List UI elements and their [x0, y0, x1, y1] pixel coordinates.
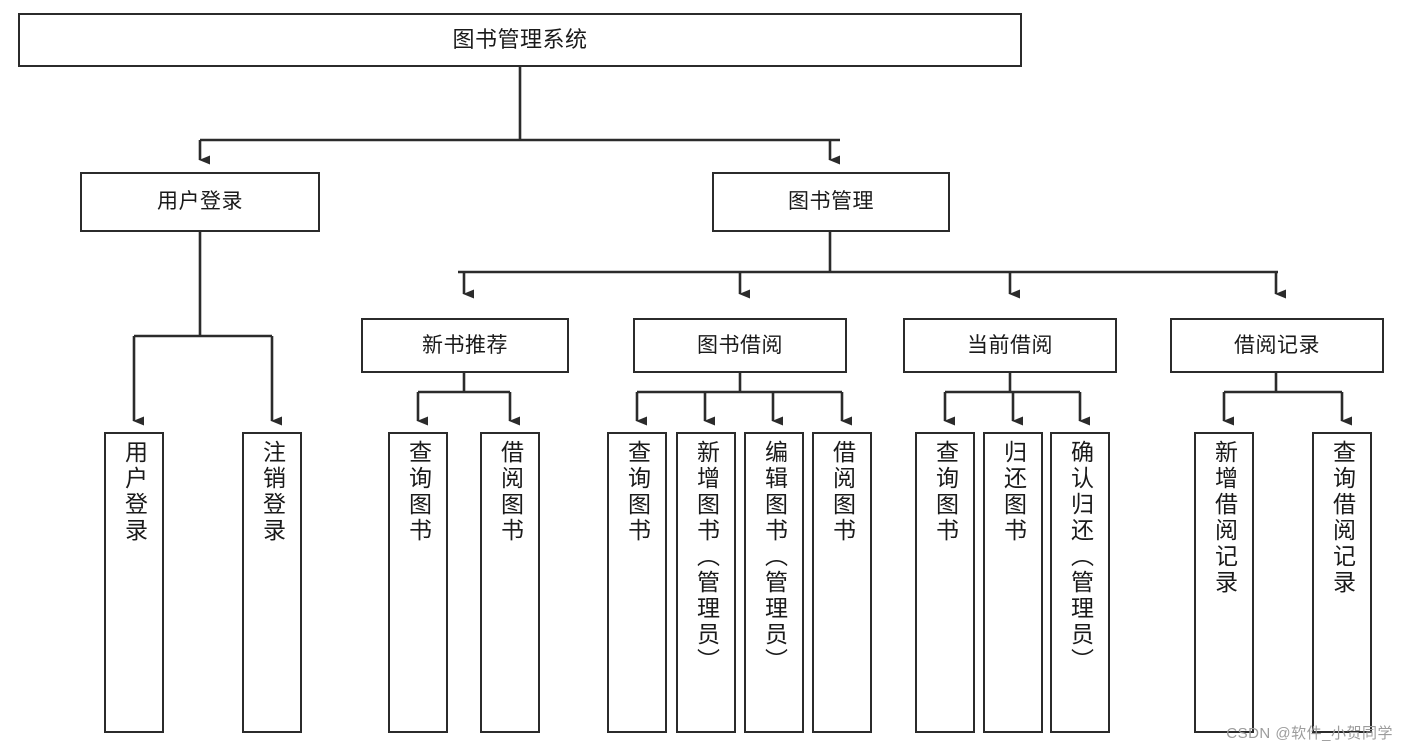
node-new-book-rec[interactable]: 新书推荐	[361, 318, 569, 373]
node-leaf-query-book-c-label: 查询图书	[932, 440, 959, 544]
node-leaf-query-book-a[interactable]: 查询图书	[388, 432, 448, 733]
node-leaf-user-login-label: 用户登录	[121, 440, 148, 544]
node-book-borrow[interactable]: 图书借阅	[633, 318, 847, 373]
node-leaf-return-book[interactable]: 归还图书	[983, 432, 1043, 733]
node-leaf-edit-book-label: 编辑图书（管理员）	[761, 440, 788, 674]
node-user-login[interactable]: 用户登录	[80, 172, 320, 232]
node-leaf-add-record[interactable]: 新增借阅记录	[1194, 432, 1254, 733]
node-leaf-logout-login-label: 注销登录	[259, 440, 286, 544]
node-leaf-add-record-label: 新增借阅记录	[1211, 440, 1238, 596]
node-leaf-borrow-book-a[interactable]: 借阅图书	[480, 432, 540, 733]
node-leaf-query-book-b[interactable]: 查询图书	[607, 432, 667, 733]
node-user-login-label: 用户登录	[157, 190, 243, 214]
node-leaf-user-login[interactable]: 用户登录	[104, 432, 164, 733]
node-leaf-return-book-label: 归还图书	[1000, 440, 1027, 544]
node-borrow-record[interactable]: 借阅记录	[1170, 318, 1384, 373]
node-borrow-record-label: 借阅记录	[1234, 333, 1320, 357]
node-leaf-query-book-a-label: 查询图书	[405, 440, 432, 544]
node-leaf-query-record-label: 查询借阅记录	[1329, 440, 1356, 596]
node-leaf-borrow-book-b[interactable]: 借阅图书	[812, 432, 872, 733]
node-leaf-borrow-book-b-label: 借阅图书	[829, 440, 856, 544]
node-current-borrow[interactable]: 当前借阅	[903, 318, 1117, 373]
node-leaf-add-book-label: 新增图书（管理员）	[693, 440, 720, 674]
node-new-book-rec-label: 新书推荐	[422, 333, 508, 357]
node-leaf-query-record[interactable]: 查询借阅记录	[1312, 432, 1372, 733]
node-leaf-query-book-c[interactable]: 查询图书	[915, 432, 975, 733]
node-book-borrow-label: 图书借阅	[697, 333, 783, 357]
node-root[interactable]: 图书管理系统	[18, 13, 1022, 67]
node-leaf-query-book-b-label: 查询图书	[624, 440, 651, 544]
node-current-borrow-label: 当前借阅	[967, 333, 1053, 357]
node-leaf-confirm-return[interactable]: 确认归还（管理员）	[1050, 432, 1110, 733]
node-root-label: 图书管理系统	[452, 26, 588, 52]
node-leaf-confirm-return-label: 确认归还（管理员）	[1067, 440, 1094, 674]
node-book-manage-label: 图书管理	[788, 190, 874, 214]
node-book-manage[interactable]: 图书管理	[712, 172, 950, 232]
node-leaf-edit-book[interactable]: 编辑图书（管理员）	[744, 432, 804, 733]
node-leaf-add-book[interactable]: 新增图书（管理员）	[676, 432, 736, 733]
csdn-watermark: CSDN @软件_小贺同学	[1226, 725, 1393, 742]
node-leaf-borrow-book-a-label: 借阅图书	[497, 440, 524, 544]
node-leaf-logout-login[interactable]: 注销登录	[242, 432, 302, 733]
